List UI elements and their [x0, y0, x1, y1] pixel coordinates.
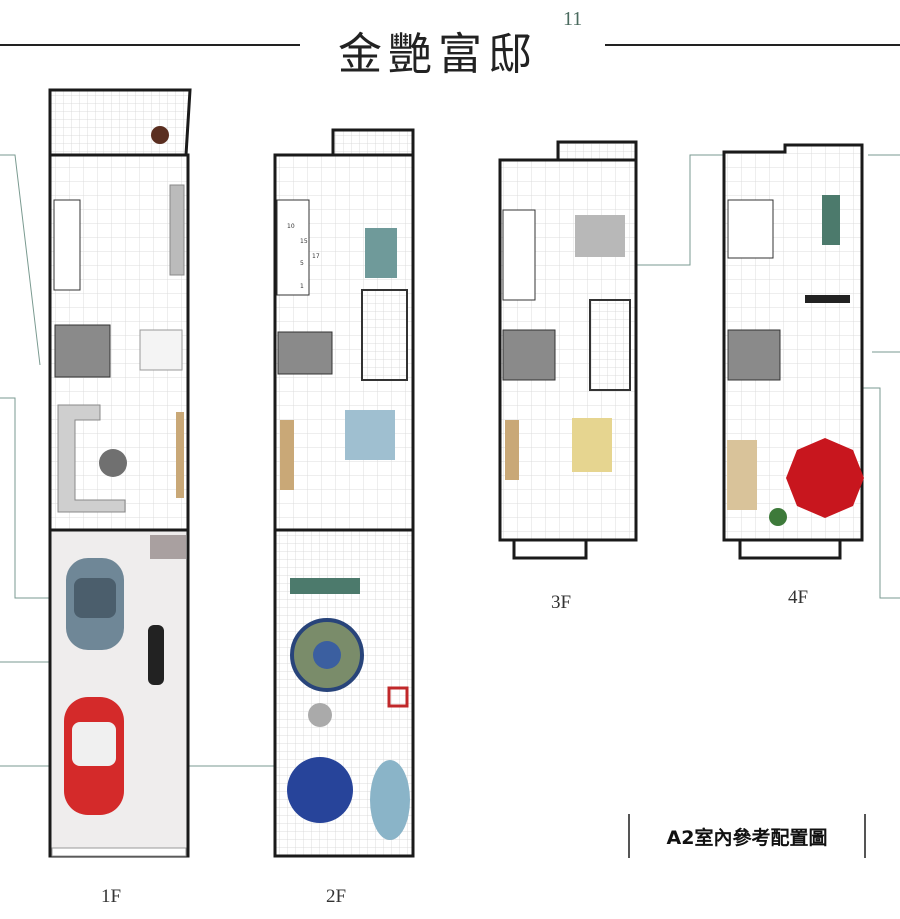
- clothes-rack-icon: [822, 195, 840, 245]
- rug-icon: [99, 449, 127, 477]
- floor-label-4f: 4F: [788, 587, 809, 608]
- bed-icon: [727, 329, 781, 381]
- bed-icon: [575, 215, 625, 257]
- bed-icon: [277, 331, 333, 375]
- leader-line: [628, 154, 724, 266]
- sofa-icon: [727, 440, 757, 510]
- staircase-icon: [727, 199, 774, 259]
- stair-number: 15: [300, 238, 308, 245]
- leader-line: [862, 387, 900, 599]
- floor-label-2f: 2F: [326, 886, 347, 907]
- bed-icon: [572, 418, 612, 472]
- leader-lines: [0, 154, 900, 767]
- pool-icon: [287, 757, 353, 823]
- stair-number: 17: [312, 253, 320, 260]
- stair-number: 10: [287, 223, 295, 230]
- chair-icon: [151, 126, 169, 144]
- dining-table-icon: [139, 329, 183, 371]
- staircase-icon: [502, 209, 536, 301]
- floor-plan-3f: [498, 140, 638, 560]
- kitchen-counter-icon: [169, 184, 185, 276]
- bed-icon: [502, 329, 556, 381]
- bed-icon: [345, 410, 395, 460]
- daybed-icon: [370, 760, 410, 840]
- red-car-icon: [64, 697, 124, 815]
- floor-label-1f: 1F: [101, 886, 122, 907]
- blue-car-icon: [66, 558, 124, 650]
- clothes-rack-icon: [290, 578, 360, 594]
- tv-cabinet-icon: [176, 412, 184, 498]
- bed-icon: [54, 324, 111, 378]
- staircase-icon: [276, 199, 310, 296]
- stair-number: 5: [300, 260, 304, 267]
- plant-icon: [769, 508, 787, 526]
- floor-plan-1f: [48, 88, 192, 858]
- bed-icon: [365, 228, 397, 278]
- table-icon: [308, 703, 332, 727]
- title-rule-left: [0, 44, 300, 46]
- floor-plan-2f: [273, 128, 415, 858]
- caption: A2室內參考配置圖: [628, 814, 866, 858]
- page-number: 11: [563, 8, 583, 30]
- motorcycle-icon: [148, 625, 164, 685]
- red-umbrella-icon: [786, 438, 864, 518]
- gym-equipment-icon: [805, 295, 850, 303]
- leader-line: [0, 397, 62, 599]
- title-rule-right: [605, 44, 900, 46]
- floor-plan-4f: [722, 143, 864, 560]
- leader-line: [0, 154, 41, 366]
- page-title: 金艷富邸: [338, 29, 538, 80]
- floor-label-3f: 3F: [551, 592, 572, 613]
- sofa-icon: [57, 404, 126, 513]
- stair-number: 1: [300, 283, 304, 290]
